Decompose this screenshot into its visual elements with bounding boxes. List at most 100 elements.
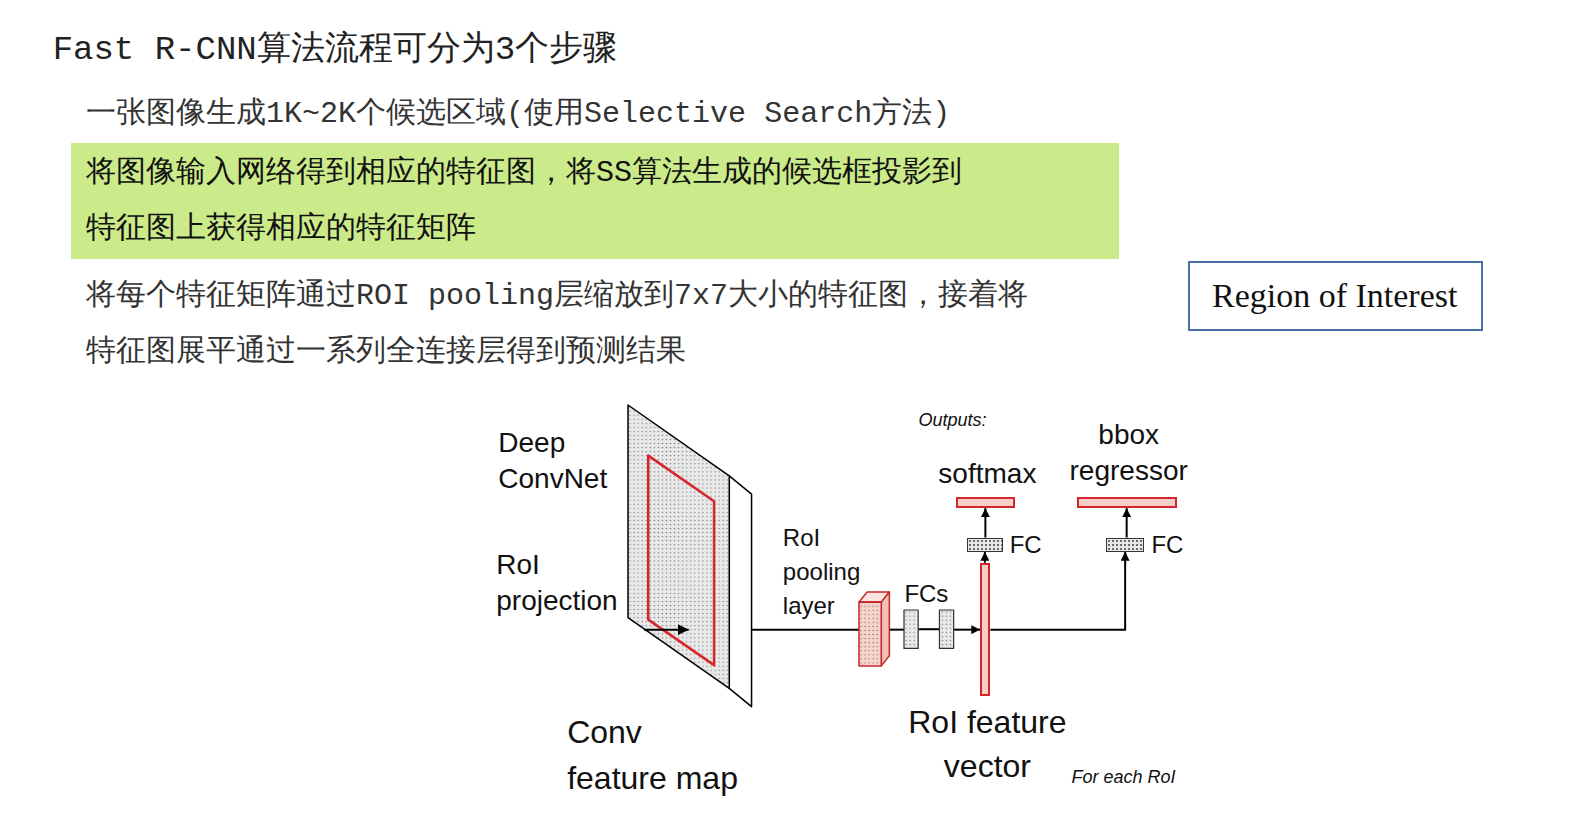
photo xyxy=(305,466,339,511)
bilibili-logo xyxy=(1493,585,1509,603)
toolbar-icons xyxy=(92,791,106,805)
input-arrow xyxy=(497,505,627,507)
node-label: Conv feature map xyxy=(567,709,747,801)
photo xyxy=(249,653,306,714)
photo xyxy=(254,608,272,626)
photo xyxy=(372,608,390,626)
connector xyxy=(984,508,986,537)
bullet-text: 一张图像生成1K~2K个候选区域(使用Selective Search方法) xyxy=(86,86,950,142)
arrow-label: Deep ConvNet xyxy=(498,425,607,497)
node-label: For each RoI xyxy=(1071,766,1175,788)
photo xyxy=(312,502,332,518)
toolbar-icons xyxy=(65,790,77,806)
feature-map-shape xyxy=(628,405,752,707)
photo xyxy=(145,410,496,426)
node-label: FC xyxy=(1151,532,1183,558)
node-label: RoI feature vector xyxy=(886,700,1089,788)
photo xyxy=(356,521,362,653)
toolbar-icons xyxy=(2,794,14,802)
photo xyxy=(307,750,317,758)
photo xyxy=(425,405,441,788)
projection-arrow xyxy=(644,629,689,631)
toolbar-icons xyxy=(96,795,102,801)
fc-layers-shape xyxy=(940,610,954,648)
connector xyxy=(954,629,980,631)
photo xyxy=(310,618,334,738)
toolbar-icons xyxy=(32,790,48,806)
photo xyxy=(269,514,374,653)
arrow-label: RoI projection xyxy=(496,547,617,619)
photo xyxy=(395,405,407,788)
photo xyxy=(265,618,303,714)
bullet-dash xyxy=(56,173,69,175)
photo xyxy=(180,405,184,788)
bilibili-logo xyxy=(1456,624,1492,667)
roi-pooling-layer-shape xyxy=(859,592,889,666)
term-box: Region of Interest xyxy=(1188,261,1483,331)
box-text: Region of Interest xyxy=(1212,273,1458,319)
fc-link xyxy=(919,629,940,631)
photo xyxy=(145,547,496,567)
feature-map-shape xyxy=(648,456,714,666)
photo xyxy=(213,405,227,788)
photo xyxy=(288,585,306,609)
photo xyxy=(346,516,350,653)
fc-layer: FC xyxy=(967,538,1002,552)
connector xyxy=(990,552,1125,630)
bullet-text: 将每个特征矩阵通过ROI pooling层缩放到7x7大小的特征图，接着将 特征… xyxy=(86,268,1096,380)
highlight-band: 将图像输入网络得到相应的特征图，将SS算法生成的候选框投影到 特征图上获得相应的… xyxy=(71,143,1119,259)
node-label: Outputs: xyxy=(919,408,987,432)
outputs-panel: softmaxbbox regressorOutputs: xyxy=(913,405,1198,532)
photo xyxy=(265,620,380,709)
bilibili-logo xyxy=(1418,585,1524,684)
connector xyxy=(984,552,986,563)
photo xyxy=(145,405,496,788)
watermark-triangle xyxy=(1205,474,1580,815)
photo xyxy=(269,627,374,629)
photo xyxy=(348,530,393,619)
bilibili-logo xyxy=(1432,585,1448,603)
fc-layers: FCs xyxy=(904,610,954,648)
connector xyxy=(889,629,904,631)
photo xyxy=(338,585,356,609)
bullet-dash xyxy=(56,296,69,298)
fc-layers-shape xyxy=(904,610,954,648)
node-label: softmax xyxy=(927,456,1049,492)
photo xyxy=(267,516,376,653)
photo xyxy=(334,514,338,653)
roi-pooling-layer-shape xyxy=(859,602,881,666)
photo xyxy=(145,405,201,788)
photo xyxy=(271,591,372,593)
photo xyxy=(270,610,373,612)
node-label: FC xyxy=(1010,532,1042,558)
photo xyxy=(145,405,496,788)
photo xyxy=(294,601,351,761)
fc-layers-shape xyxy=(904,610,918,648)
node-label: FCs xyxy=(904,579,948,609)
fc-layer: FC xyxy=(1106,538,1144,552)
photo xyxy=(284,521,289,653)
photo xyxy=(461,405,496,788)
photo xyxy=(205,418,456,779)
connector xyxy=(1126,508,1128,537)
photo xyxy=(273,556,370,558)
photo xyxy=(327,750,337,758)
photo xyxy=(145,739,218,788)
roi-pooling-layer-shape xyxy=(881,592,889,666)
photo xyxy=(272,573,371,575)
toolbar-icons xyxy=(30,806,42,808)
input-arrow xyxy=(468,506,646,630)
feature-map-shape xyxy=(729,476,751,707)
feature-vector: RoI feature vector xyxy=(980,563,990,697)
input-arrow xyxy=(468,629,646,631)
photo xyxy=(231,607,415,787)
softmax-output: softmax xyxy=(956,497,1015,508)
bullet-dash xyxy=(56,114,69,296)
feature-map-shape xyxy=(628,405,729,688)
slide-title: Fast R-CNN算法流程可分为3个步骤 xyxy=(53,28,617,72)
photo xyxy=(306,514,309,653)
photo xyxy=(243,405,253,788)
photo xyxy=(306,480,338,487)
photo xyxy=(338,653,397,714)
toolbar-icons xyxy=(0,790,106,821)
